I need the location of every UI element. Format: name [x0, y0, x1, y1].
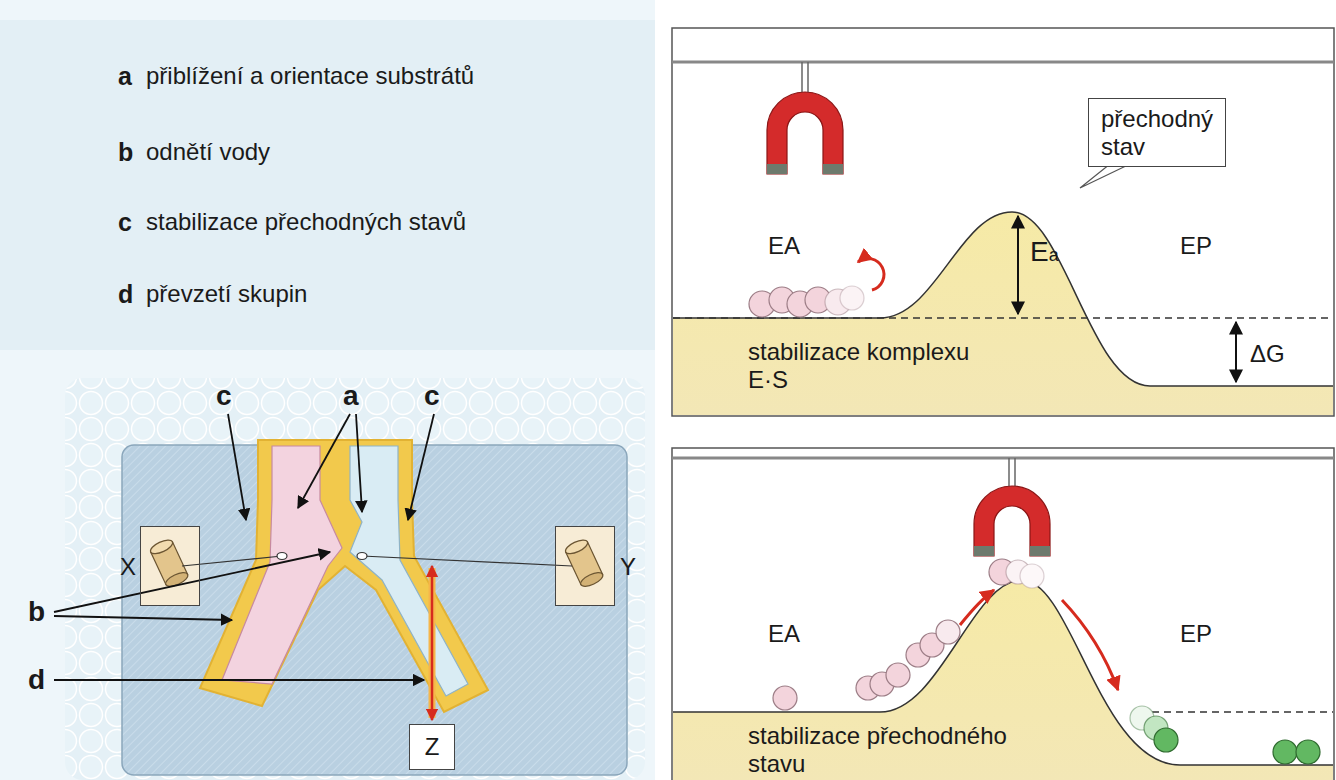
product-ball [1130, 706, 1320, 764]
list-item: převzetí skupin [146, 280, 307, 308]
callout-letter: b [28, 596, 45, 628]
binding-line [182, 553, 572, 567]
callout-letter: d [28, 664, 45, 696]
bubble-ground [65, 378, 645, 780]
callout-arrow [54, 414, 434, 680]
list-letter: b [118, 138, 133, 167]
callout-letter: a [343, 380, 359, 412]
energy-label: ΔG [1250, 340, 1285, 368]
return-arrow [858, 259, 884, 290]
substituent-box: Y [555, 526, 615, 606]
enzyme-body [122, 445, 627, 775]
state-label: EP [1180, 620, 1212, 648]
box-label: Y [620, 553, 636, 581]
group-box: Z [409, 724, 455, 770]
callout-text: přechodný stav [1101, 105, 1213, 160]
active-site [200, 440, 488, 712]
list-letter: a [118, 62, 132, 91]
progress-arrow [960, 590, 994, 625]
substituent-box: X [140, 526, 200, 606]
magnet [767, 62, 843, 174]
state-label: EP [1180, 232, 1212, 260]
ceiling [672, 61, 1334, 64]
reference-level [1140, 711, 1333, 713]
list-letter: c [118, 208, 132, 237]
reference-level [673, 317, 1333, 319]
callout-box: přechodný stav [1088, 98, 1226, 167]
substrate-ball [773, 559, 1044, 710]
box-label: Z [425, 733, 440, 761]
cylinder-symbol [564, 537, 605, 589]
energy-panel [672, 28, 1334, 416]
substrate-ball [749, 286, 864, 317]
list-item: přiblížení a orientace substrátů [146, 62, 474, 90]
box-ground [140, 526, 200, 606]
callout-letter: c [216, 380, 232, 412]
callout-letter: c [424, 380, 440, 412]
callout-pointer [1080, 164, 1130, 188]
state-label: EA [768, 232, 800, 260]
stabilization-note: stabilizace komplexu E·S [748, 338, 998, 393]
energy-hill [673, 212, 1333, 415]
cylinder-symbol [149, 537, 190, 589]
panel-ground [0, 0, 655, 780]
delta-g-arrow [1235, 322, 1237, 382]
list-item: stabilizace přechodných stavů [146, 208, 466, 236]
energy-label: Ea [1030, 236, 1059, 268]
progress-arrow [1062, 600, 1118, 690]
box-label: X [120, 553, 136, 581]
list-item: odnětí vody [146, 138, 270, 166]
energy-hill [673, 580, 1333, 780]
state-label: EA [768, 620, 800, 648]
activation-arrow [1017, 216, 1019, 314]
transfer-arrow [432, 566, 433, 720]
stabilization-note: stabilizace přechodného stavu [748, 722, 1048, 777]
list-ground [0, 20, 655, 350]
magnet [974, 458, 1050, 556]
energy-panel [672, 448, 1334, 780]
list-letter: d [118, 280, 133, 309]
ceiling [672, 457, 1334, 460]
